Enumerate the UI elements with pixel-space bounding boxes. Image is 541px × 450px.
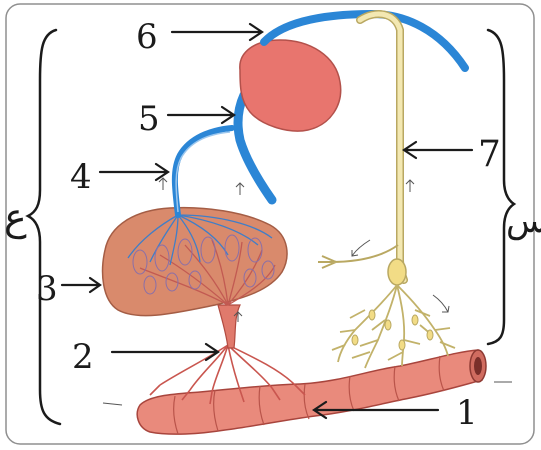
label-2: 2 xyxy=(72,337,94,377)
label-left-brace: ع xyxy=(4,195,27,240)
lymph-cistern xyxy=(388,259,406,285)
label-4: 4 xyxy=(70,157,92,197)
label-5: 5 xyxy=(138,99,160,139)
label-3: 3 xyxy=(36,269,58,309)
label-6: 6 xyxy=(136,17,158,57)
label-1: 1 xyxy=(456,393,478,433)
label-7: 7 xyxy=(478,134,501,175)
label-right-brace: س xyxy=(506,201,541,241)
